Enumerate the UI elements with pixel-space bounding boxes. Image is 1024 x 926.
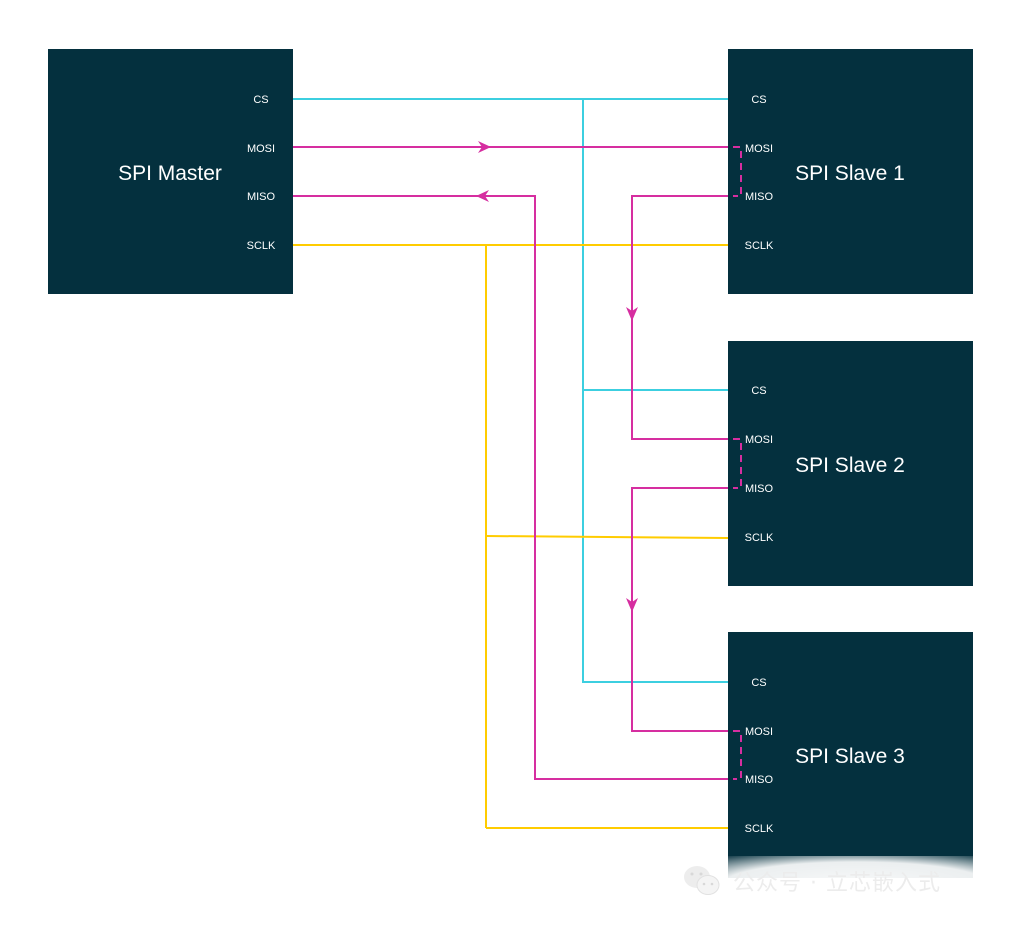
miso-slave-1-to-mosi-slave-2	[631, 195, 728, 440]
sclk-to-slave-2	[485, 535, 729, 539]
watermark: 公众号 · 立芯嵌入式	[650, 856, 1024, 916]
master-box	[48, 49, 293, 294]
slave-2-pin-mosi: MOSI	[745, 434, 773, 446]
slave-2-box	[728, 341, 973, 586]
slave-3-pin-miso: MISO	[745, 774, 774, 786]
slave-1-block: SPI Slave 1 CS MOSI MISO SCLK	[728, 49, 973, 294]
master-pin-mosi: MOSI	[247, 143, 275, 155]
master-title: SPI Master	[118, 162, 222, 185]
arrow-down-icon	[626, 598, 638, 612]
slave-2-title: SPI Slave 2	[795, 454, 905, 477]
slave-1-pin-mosi: MOSI	[745, 143, 773, 155]
slave-3-title: SPI Slave 3	[795, 745, 905, 768]
data-chain	[293, 146, 728, 780]
master-pin-cs: CS	[253, 94, 268, 106]
slave-3-pin-sclk: SCLK	[745, 823, 774, 835]
slave-3-block: SPI Slave 3 CS MOSI MISO SCLK	[728, 632, 973, 878]
slave-3-internal-loop	[733, 730, 742, 780]
slave-3-pin-mosi: MOSI	[745, 726, 773, 738]
cs-to-slave-3	[582, 390, 728, 683]
internal-loops	[733, 146, 742, 780]
slave-1-pin-sclk: SCLK	[745, 240, 774, 252]
slave-1-internal-loop	[733, 146, 742, 197]
slave-3-pin-cs: CS	[751, 677, 766, 689]
sclk-bus	[293, 244, 729, 829]
miso-slave-2-to-mosi-slave-3	[631, 487, 728, 732]
slave-2-pin-sclk: SCLK	[745, 532, 774, 544]
master-block: SPI Master CS MOSI MISO SCLK	[48, 49, 293, 294]
arrow-down-icon	[626, 307, 638, 321]
arrow-left-icon	[476, 190, 489, 202]
slave-1-title: SPI Slave 1	[795, 162, 905, 185]
slave-3-box	[728, 632, 973, 878]
watermark-text: 公众号 · 立芯嵌入式	[733, 871, 941, 896]
cs-bus	[293, 98, 728, 683]
slave-1-pin-cs: CS	[751, 94, 766, 106]
arrows	[476, 141, 638, 612]
wechat-icon	[684, 866, 720, 895]
arrow-right-icon	[478, 141, 491, 153]
slave-2-block: SPI Slave 2 CS MOSI MISO SCLK	[728, 341, 973, 586]
slave-2-pin-cs: CS	[751, 385, 766, 397]
master-pin-miso: MISO	[247, 191, 276, 203]
master-pin-sclk: SCLK	[247, 240, 276, 252]
slave-2-pin-miso: MISO	[745, 483, 774, 495]
slave-1-box	[728, 49, 973, 294]
slave-1-pin-miso: MISO	[745, 191, 774, 203]
slave-2-internal-loop	[733, 438, 742, 489]
miso-slave-3-to-master	[293, 195, 728, 780]
